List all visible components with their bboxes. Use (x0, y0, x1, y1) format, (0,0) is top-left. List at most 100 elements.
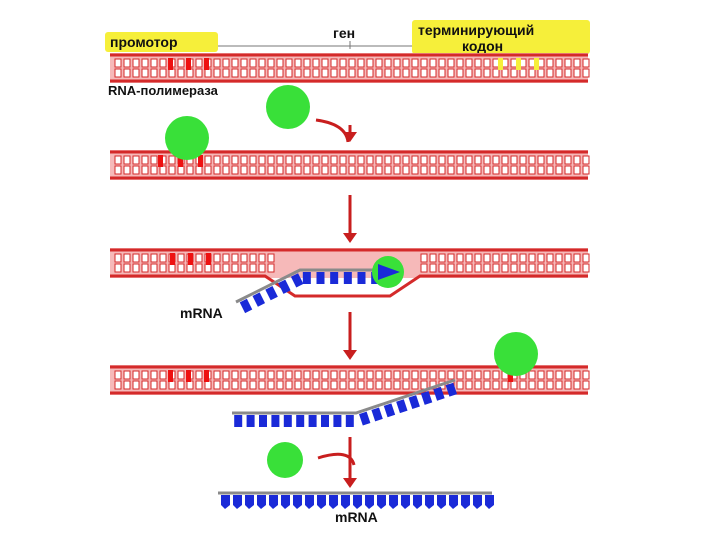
base-bottom (285, 380, 293, 390)
base-bottom (528, 68, 536, 78)
base-bottom (483, 165, 491, 175)
base-top (123, 155, 131, 165)
base-bottom (393, 380, 401, 390)
base-top (132, 155, 140, 165)
promoter-marker (170, 253, 175, 265)
base-bottom (519, 380, 527, 390)
base-top (321, 58, 329, 68)
base-bottom (303, 68, 311, 78)
base-top (150, 155, 158, 165)
mrna-base (377, 495, 386, 509)
base-bottom (474, 263, 482, 273)
base-bottom (483, 263, 491, 273)
base-top (573, 58, 581, 68)
base-top (276, 58, 284, 68)
base-bottom (564, 263, 572, 273)
base-top (438, 370, 446, 380)
base-top (123, 58, 131, 68)
base-top (240, 155, 248, 165)
base-bottom (456, 380, 464, 390)
base-top (177, 58, 185, 68)
mrna-base (353, 495, 362, 509)
base-bottom (492, 263, 500, 273)
base-bottom (132, 263, 140, 273)
base-top (303, 58, 311, 68)
base-bottom (564, 68, 572, 78)
base-top (366, 155, 374, 165)
polymerase-bound-promoter (165, 116, 209, 160)
base-top (195, 370, 203, 380)
base-bottom (483, 68, 491, 78)
base-top (330, 58, 338, 68)
base-bottom (447, 165, 455, 175)
gene-label: ген (333, 25, 355, 41)
base-top (411, 155, 419, 165)
base-top (483, 155, 491, 165)
mrna-base (341, 495, 350, 509)
base-bottom (267, 165, 275, 175)
base-bottom (267, 68, 275, 78)
base-bottom (177, 263, 185, 273)
base-top (303, 155, 311, 165)
base-top (348, 155, 356, 165)
base-top (429, 253, 437, 263)
base-top (312, 155, 320, 165)
mrna-backbone (235, 268, 382, 304)
base-top (555, 58, 563, 68)
base-bottom (258, 263, 266, 273)
mrna-base (321, 415, 329, 427)
terminator-marker (498, 58, 503, 70)
mrna-base (271, 415, 280, 427)
base-bottom (492, 165, 500, 175)
promoter-marker (168, 58, 173, 70)
base-bottom (159, 68, 167, 78)
base-top (528, 253, 536, 263)
base-bottom (582, 263, 590, 273)
base-bottom (204, 263, 212, 273)
base-bottom (168, 165, 176, 175)
base-bottom (393, 68, 401, 78)
promoter-marker (188, 253, 193, 265)
mrna-base (437, 495, 446, 509)
base-top (564, 155, 572, 165)
base-bottom (294, 165, 302, 175)
base-top (159, 370, 167, 380)
base-top (555, 370, 563, 380)
dna-row-2 (110, 150, 590, 180)
base-top (555, 253, 563, 263)
base-top (537, 253, 545, 263)
base-bottom (411, 165, 419, 175)
base-bottom (204, 68, 212, 78)
mrna-base (245, 495, 254, 509)
base-top (312, 58, 320, 68)
base-top (483, 58, 491, 68)
base-bottom (420, 263, 428, 273)
mrna-base (308, 415, 317, 427)
base-bottom (222, 263, 230, 273)
base-top (339, 370, 347, 380)
base-bottom (348, 380, 356, 390)
base-top (213, 253, 221, 263)
mrna-base (269, 495, 278, 509)
base-bottom (447, 68, 455, 78)
base-bottom (303, 380, 311, 390)
base-bottom (231, 165, 239, 175)
base-bottom (213, 263, 221, 273)
polymerase-label: RNA-полимераза (108, 83, 219, 98)
mrna-base (305, 495, 314, 509)
base-bottom (240, 380, 248, 390)
mrna-base (396, 399, 408, 414)
mrna-base (343, 272, 352, 284)
base-bottom (357, 165, 365, 175)
base-bottom (213, 165, 221, 175)
base-top (222, 253, 230, 263)
base-bottom (465, 380, 473, 390)
mrna-base (333, 415, 342, 427)
base-bottom (294, 380, 302, 390)
mrna-base (265, 285, 278, 301)
dna-row-4 (110, 365, 590, 395)
base-top (240, 370, 248, 380)
base-bottom (456, 165, 464, 175)
mrna-base (221, 495, 230, 509)
base-bottom (573, 68, 581, 78)
